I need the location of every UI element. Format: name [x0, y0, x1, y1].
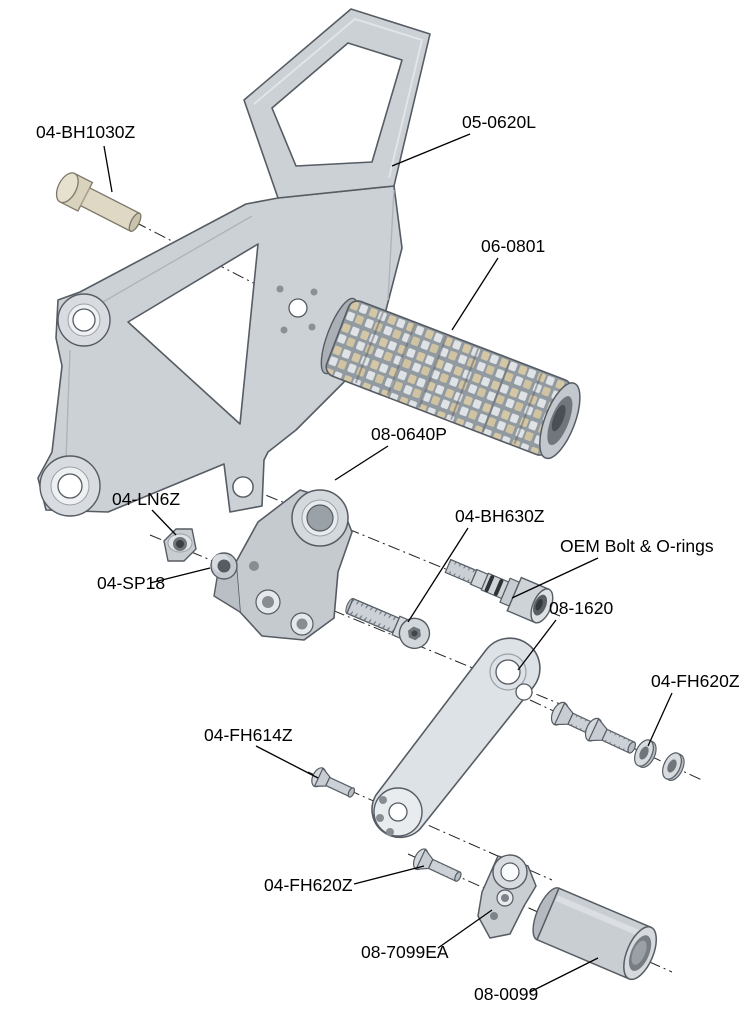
part-link-arm-08-1620	[371, 637, 541, 839]
label-04-bh630z: 04-BH630Z	[455, 506, 545, 526]
part-footpeg-06-0801	[320, 297, 581, 460]
part-bolt-04-bh630z	[345, 597, 431, 650]
label-leader-lines	[103, 133, 673, 993]
label-08-0640p: 08-0640P	[371, 424, 447, 444]
label-08-1620: 08-1620	[549, 598, 613, 618]
part-main-bracket	[37, 8, 431, 517]
part-nut-04-ln6z	[163, 528, 197, 562]
part-bracket-08-7099ea	[477, 854, 537, 939]
part-heel-bracket-08-0640p	[213, 489, 353, 641]
part-screw-04-fh614z	[311, 767, 356, 798]
part-tube-08-0099	[532, 887, 658, 981]
label-04-bh1030z: 04-BH1030Z	[36, 122, 136, 142]
part-oem-bolt-orings	[444, 558, 554, 624]
part-labels: 04-BH1030Z 05-0620L 06-0801 08-0640P 04-…	[36, 112, 739, 1004]
label-04-ln6z: 04-LN6Z	[112, 489, 180, 509]
label-08-0099: 08-0099	[474, 984, 538, 1004]
part-spacer-04-sp18	[210, 552, 238, 580]
washer	[634, 739, 657, 768]
part-screw-04-fh620z-lower	[412, 848, 462, 882]
washer	[662, 752, 685, 781]
label-04-fh614z: 04-FH614Z	[204, 725, 293, 745]
label-05-0620l: 05-0620L	[462, 112, 536, 132]
label-oem-bolt-orings: OEM Bolt & O-rings	[560, 536, 714, 556]
label-04-fh620z-right: 04-FH620Z	[651, 671, 739, 691]
part-bolt-04-bh1030z	[55, 172, 142, 233]
part-screws-04-fh620z-right	[550, 701, 685, 781]
label-06-0801: 06-0801	[481, 236, 545, 256]
label-04-fh620z-lower: 04-FH620Z	[264, 875, 353, 895]
label-04-sp18: 04-SP18	[97, 573, 165, 593]
label-08-7099ea: 08-7099EA	[361, 942, 449, 962]
